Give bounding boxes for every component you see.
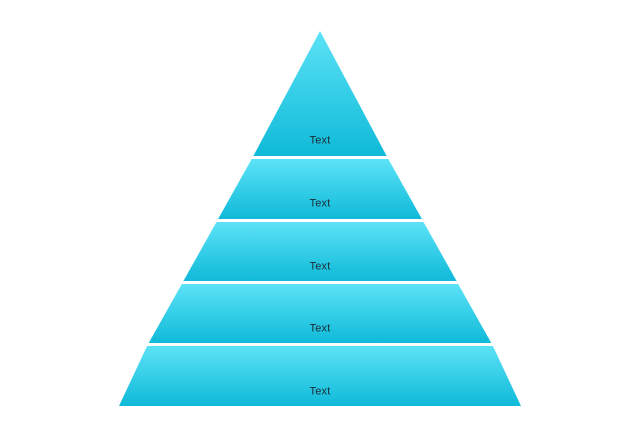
pyramid-tier-2-shape[interactable] xyxy=(218,159,422,219)
pyramid-tier-1-shape[interactable] xyxy=(253,31,387,156)
pyramid-tier-4-label: Text xyxy=(309,322,331,335)
pyramid-tier-2-label: Text xyxy=(309,197,331,210)
pyramid-tier-4-shape[interactable] xyxy=(148,284,492,343)
pyramid-tier-5-label: Text xyxy=(309,385,331,398)
pyramid-tier-1-label: Text xyxy=(309,134,331,147)
pyramid-tier-3-shape[interactable] xyxy=(183,222,457,281)
pyramid-tier-3-label: Text xyxy=(309,260,331,273)
pyramid-tier-5-shape[interactable] xyxy=(119,346,521,406)
